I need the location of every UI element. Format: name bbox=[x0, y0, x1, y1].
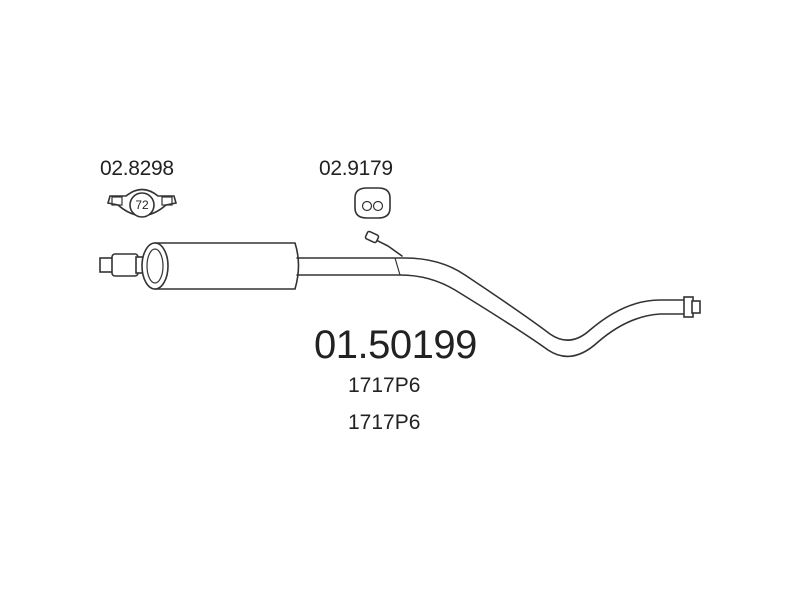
clamp-bolt-left bbox=[111, 196, 123, 206]
clamp-size-label: 72 bbox=[135, 198, 149, 212]
main-part-number: 01.50199 bbox=[314, 323, 477, 367]
inlet-flange bbox=[111, 253, 139, 277]
silencer-body bbox=[154, 242, 300, 290]
clamp-part: 72 bbox=[106, 188, 178, 218]
outlet-stub bbox=[691, 300, 701, 314]
silencer-front-cap bbox=[141, 242, 169, 290]
clamp-ring bbox=[129, 192, 155, 218]
rubber-hanger-hole-left bbox=[361, 200, 373, 212]
clamp-bolt-right bbox=[161, 196, 173, 206]
oe-reference-1: 1717P6 bbox=[348, 374, 421, 397]
silencer-front-inner-ring bbox=[146, 248, 164, 284]
hanger-rod-tip bbox=[364, 230, 380, 244]
clamp-part-number: 02.8298 bbox=[100, 157, 174, 180]
rubber-hanger-shape bbox=[354, 187, 391, 219]
tail-pipe-lower-edge bbox=[296, 274, 687, 358]
tail-pipe-upper-edge bbox=[296, 257, 687, 341]
rubber-hanger-part bbox=[354, 187, 391, 219]
pipe-joint-line bbox=[394, 257, 401, 276]
oe-reference-2: 1717P6 bbox=[348, 411, 421, 434]
rubber-hanger-hole-right bbox=[372, 200, 384, 212]
exhaust-pipe-assembly bbox=[99, 230, 701, 358]
hanger-part-number: 02.9179 bbox=[319, 157, 393, 180]
